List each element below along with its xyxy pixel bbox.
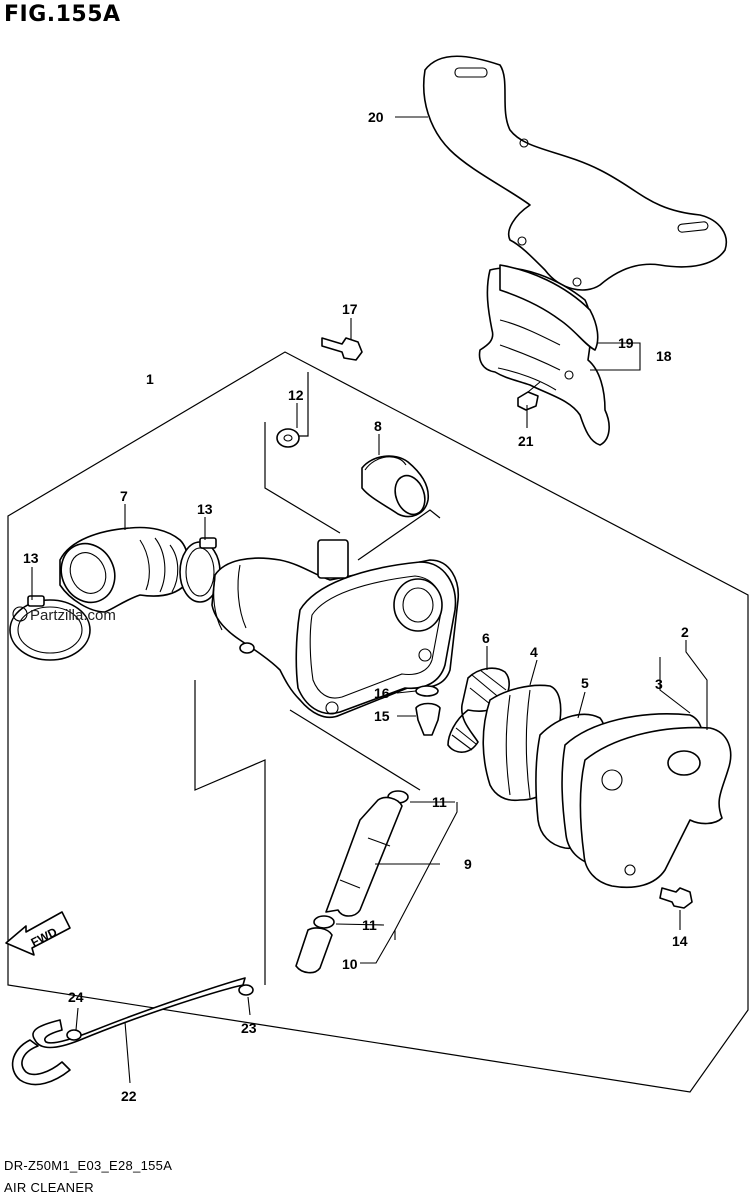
callout-1: 1 (146, 371, 154, 387)
part-1-case-flange-inner (309, 575, 443, 699)
callout-23: 23 (241, 1020, 257, 1036)
callout-13-upper: 13 (197, 501, 213, 517)
part-14-screw (659, 887, 693, 909)
bracket-line-hose (289, 709, 421, 791)
part-15-plug (415, 702, 441, 736)
watermark-text: Partzilla.com (30, 607, 116, 624)
assembly-frame (7, 351, 749, 1093)
callout-19: 19 (618, 335, 634, 351)
part-8-cap-end (394, 474, 426, 516)
fwd-arrow-shape (5, 911, 71, 956)
part-6-filter-screen (447, 667, 510, 753)
part-11-clip-lower (313, 915, 335, 929)
callout-11-lower: 11 (362, 917, 377, 933)
callout-5: 5 (581, 675, 589, 691)
part-23-clip (238, 984, 254, 996)
callout-13-lower: 13 (23, 550, 39, 566)
callout-21: 21 (518, 433, 534, 449)
callout-15: 15 (374, 708, 390, 724)
part-18-hole (564, 370, 574, 380)
part-9-drain-hose (325, 796, 403, 917)
part-13-clamp-lower (9, 599, 91, 661)
part-7-boot-mouth (60, 542, 116, 604)
part-20-slot-top (454, 67, 488, 78)
part-20-bracket (422, 55, 727, 291)
figure-title: FIG.155A (4, 2, 121, 27)
part-16-o-ring (415, 685, 439, 697)
figure-code: DR-Z50M1_E03_E28_155A (4, 1158, 173, 1173)
leader-lines (31, 116, 708, 1084)
callout-20: 20 (368, 109, 384, 125)
callout-24: 24 (68, 989, 84, 1005)
callout-8: 8 (374, 418, 382, 434)
part-13-clamp-lower-screw (27, 595, 45, 607)
callout-18: 18 (656, 348, 672, 364)
callout-4: 4 (530, 644, 538, 660)
callout-3: 3 (655, 676, 663, 692)
part-7-boot-ribs (139, 537, 179, 593)
bracket-line-8 (357, 509, 441, 561)
part-1-case-tab (317, 539, 349, 579)
part-13-clamp-lower-inner (17, 606, 83, 654)
part-1-case-port-inner (402, 587, 434, 623)
callout-22: 22 (121, 1088, 137, 1104)
bracket-line-left (194, 680, 266, 985)
watermark-logo (12, 606, 28, 622)
part-2-cover-badge (667, 750, 701, 776)
part-1-boss-a (325, 701, 339, 715)
part-21-shank (527, 381, 541, 393)
callout-14: 14 (672, 933, 688, 949)
part-4-filter-folds (505, 689, 531, 799)
part-2-cover-hole-b (624, 864, 636, 876)
part-24-clip (66, 1029, 82, 1041)
part-1-drain-nipple (239, 642, 255, 654)
part-20-hole-a (519, 138, 529, 148)
part-21-bolt (517, 391, 539, 411)
part-20-slot-right (677, 221, 709, 233)
part-13-clamp-upper-screw (199, 537, 217, 549)
figure-name: AIR CLEANER (4, 1180, 94, 1195)
part-9-hose-bands (339, 837, 391, 889)
callout-12: 12 (288, 387, 304, 403)
callout-9: 9 (464, 856, 472, 872)
part-19-rubber (499, 264, 599, 351)
part-6-mesh (451, 669, 507, 751)
callout-2: 2 (681, 624, 689, 640)
part-17-bolt (321, 337, 363, 361)
part-2-cover-hole-a (601, 769, 623, 791)
part-12-grommet (276, 428, 300, 448)
callout-7: 7 (120, 488, 128, 504)
part-1-boss-b (418, 648, 432, 662)
part-1-case-port (393, 578, 443, 632)
part-22-hose (32, 977, 246, 1049)
part-1-case-snorkel (213, 564, 247, 631)
part-18-ribs (497, 319, 561, 391)
callout-6: 6 (482, 630, 490, 646)
callout-16: 16 (374, 685, 390, 701)
exploded-parts-diagram: FWD Partzilla.com 1 2 3 4 5 6 7 8 (5, 55, 749, 1104)
part-7-boot-mouth-inner (69, 552, 107, 594)
fwd-arrow: FWD (5, 911, 71, 956)
bracket-line-12 (280, 372, 309, 437)
part-10-drain-plug (295, 927, 333, 974)
part-22-hose-loop (11, 1039, 71, 1086)
callout-11-upper: 11 (432, 794, 447, 810)
part-12-grommet-hole (283, 434, 293, 442)
part-2-cover (579, 726, 732, 889)
callout-17: 17 (342, 301, 358, 317)
part-8-clip (364, 456, 407, 471)
callout-10: 10 (342, 956, 358, 972)
bracket-line-top (264, 422, 341, 534)
part-20-hole-c (572, 277, 582, 287)
part-20-hole-b (517, 236, 527, 246)
